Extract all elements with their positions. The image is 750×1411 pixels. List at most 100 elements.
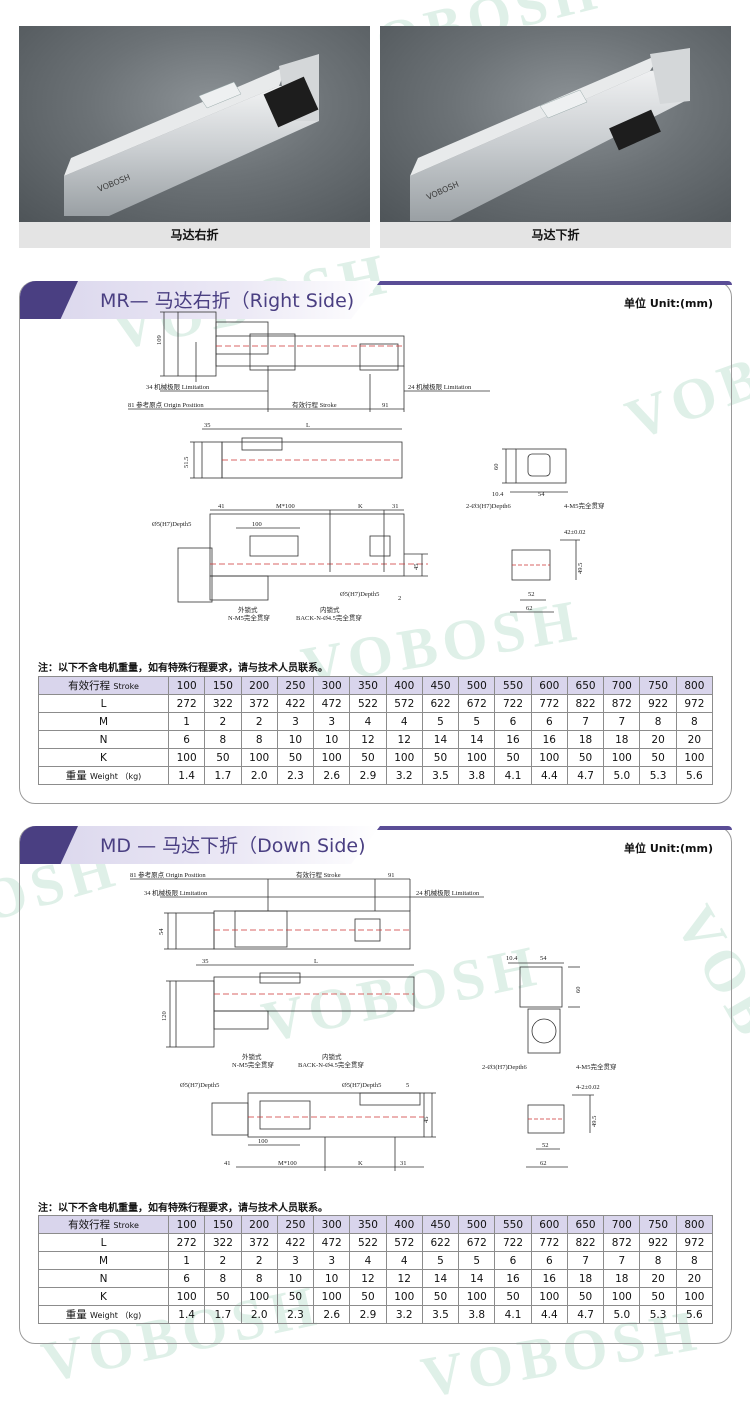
table-cell: 100 xyxy=(167,748,206,767)
table-cell: 4.1 xyxy=(494,766,532,785)
dim-label: BACK-N-Ø4.5完全贯穿 xyxy=(296,613,362,622)
table-cell: 3 xyxy=(276,712,315,731)
dim-label: 35 xyxy=(204,422,211,429)
table-cell: 450 xyxy=(421,1215,460,1234)
dim-label: 49.5 xyxy=(591,1116,598,1127)
table-cell: 3.5 xyxy=(421,1305,460,1324)
dim-label: 51.5 xyxy=(183,457,190,468)
table-cell: 322 xyxy=(204,1233,242,1252)
table-cell: 1 xyxy=(167,1251,206,1270)
table-cell: 372 xyxy=(240,694,278,713)
table-cell: 50 xyxy=(494,748,532,767)
table-cell: 18 xyxy=(566,730,605,749)
table-cell: 2.3 xyxy=(276,766,315,785)
table-cell: 5 xyxy=(421,712,460,731)
table-cell: 300 xyxy=(313,1215,351,1234)
table-cell: 50 xyxy=(421,1287,460,1306)
table-cell: 522 xyxy=(349,1233,387,1252)
table-row: L 272 322 372 422 472 522 572 622 672 72… xyxy=(38,694,714,713)
table-cell: 100 xyxy=(167,676,206,695)
table-cell: 722 xyxy=(494,694,532,713)
table-cell: 500 xyxy=(458,676,496,695)
table-cell: 972 xyxy=(675,1233,714,1252)
table-cell: 4.7 xyxy=(566,1305,605,1324)
dim-label: 5 xyxy=(406,1082,409,1089)
table-cell: 8 xyxy=(639,1251,677,1270)
table-cell: 6 xyxy=(530,712,568,731)
table-cell: 100 xyxy=(675,748,714,767)
table-cell: 700 xyxy=(603,1215,641,1234)
table-cell: 10 xyxy=(276,730,315,749)
dimension-drawing: 81 参考原点 Origin Position 有效行程 Stroke 91 3… xyxy=(130,870,616,1171)
table-cell: 722 xyxy=(494,1233,532,1252)
table-cell: 522 xyxy=(349,694,387,713)
dim-label: 41 xyxy=(218,503,225,510)
table-cell: 4 xyxy=(349,1251,387,1270)
table-cell: 6 xyxy=(494,712,532,731)
table-cell: 10 xyxy=(276,1269,315,1288)
table-cell: 772 xyxy=(530,1233,568,1252)
table-cell: 700 xyxy=(603,676,641,695)
dim-label: Ø5(H7)Depth5 xyxy=(152,521,191,528)
note-text: 注：以下不含电机重量，如有特殊行程要求，请与技术人员联系。 xyxy=(38,1203,328,1214)
table-cell: 472 xyxy=(313,1233,351,1252)
table-cell: 672 xyxy=(458,694,496,713)
table-cell: 5.0 xyxy=(603,766,641,785)
photo-caption: 马达右折 xyxy=(19,222,370,248)
table-cell: 200 xyxy=(240,676,278,695)
table-row: 有效行程 Stroke 100 150 200 250 300 350 400 … xyxy=(38,676,714,695)
table-cell: 16 xyxy=(530,730,568,749)
product-photo-right: VOBOSH xyxy=(19,26,370,222)
dim-label: 54 xyxy=(538,491,545,498)
dim-label: 100 xyxy=(252,521,262,528)
table-row: 重量 Weight （kg) 1.4 1.7 2.0 2.3 2.6 2.9 3… xyxy=(38,766,714,785)
dim-label: 91 xyxy=(388,872,395,879)
table-cell: 16 xyxy=(494,1269,532,1288)
table-row: L 272 322 372 422 472 522 572 622 672 72… xyxy=(38,1233,714,1252)
table-cell: 5.0 xyxy=(603,1305,641,1324)
dim-label: Ø5(H7)Depth5 xyxy=(342,1082,381,1089)
section-md: MD — 马达下折（Down Side) 单位 Unit:(mm) xyxy=(19,826,732,1344)
table-cell: 400 xyxy=(385,676,423,695)
table-cell: 550 xyxy=(494,676,532,695)
dim-label: 35 xyxy=(202,958,209,965)
table-cell: 100 xyxy=(458,748,496,767)
table-cell: 16 xyxy=(494,730,532,749)
table-cell: 400 xyxy=(385,1215,423,1234)
table-cell: 872 xyxy=(603,1233,641,1252)
table-cell: 100 xyxy=(240,1287,278,1306)
table-cell: 50 xyxy=(421,748,460,767)
table-cell: 12 xyxy=(385,730,423,749)
product-photo-down: VOBOSH xyxy=(380,26,731,222)
table-cell: 100 xyxy=(530,1287,568,1306)
table-header-cell: N xyxy=(38,1269,169,1288)
table-header-cell: M xyxy=(38,712,169,731)
table-cell: 3.2 xyxy=(385,1305,423,1324)
table-cell: 622 xyxy=(421,694,460,713)
table-cell: 822 xyxy=(566,694,605,713)
table-cell: 350 xyxy=(349,1215,387,1234)
table-cell: 100 xyxy=(167,1215,206,1234)
table-cell: 20 xyxy=(675,1269,714,1288)
table-cell: 14 xyxy=(458,1269,496,1288)
table-row: K 100 50 100 50 100 50 100 50 100 50 100… xyxy=(38,748,714,767)
table-cell: 8 xyxy=(240,730,278,749)
dim-label: 4-M5完全贯穿 xyxy=(576,1062,616,1071)
dim-label: 2-Ø3(H7)Depth6 xyxy=(482,1064,528,1071)
table-header-cell: K xyxy=(38,1287,169,1306)
table-cell: 272 xyxy=(167,694,206,713)
table-cell: 50 xyxy=(639,1287,677,1306)
table-cell: 7 xyxy=(603,1251,641,1270)
table-cell: 100 xyxy=(530,748,568,767)
dim-label: 4-2±0.02 xyxy=(576,1084,600,1091)
table-cell: 10 xyxy=(313,1269,351,1288)
table-cell: 100 xyxy=(313,748,351,767)
table-header-cell: 有效行程 Stroke xyxy=(38,1215,169,1234)
table-cell: 8 xyxy=(240,1269,278,1288)
table-cell: 1.7 xyxy=(204,1305,242,1324)
dim-label: 10.4 xyxy=(492,491,504,498)
table-cell: 1.4 xyxy=(167,1305,206,1324)
table-cell: 500 xyxy=(458,1215,496,1234)
table-header-cell: L xyxy=(38,694,169,713)
table-cell: 12 xyxy=(385,1269,423,1288)
